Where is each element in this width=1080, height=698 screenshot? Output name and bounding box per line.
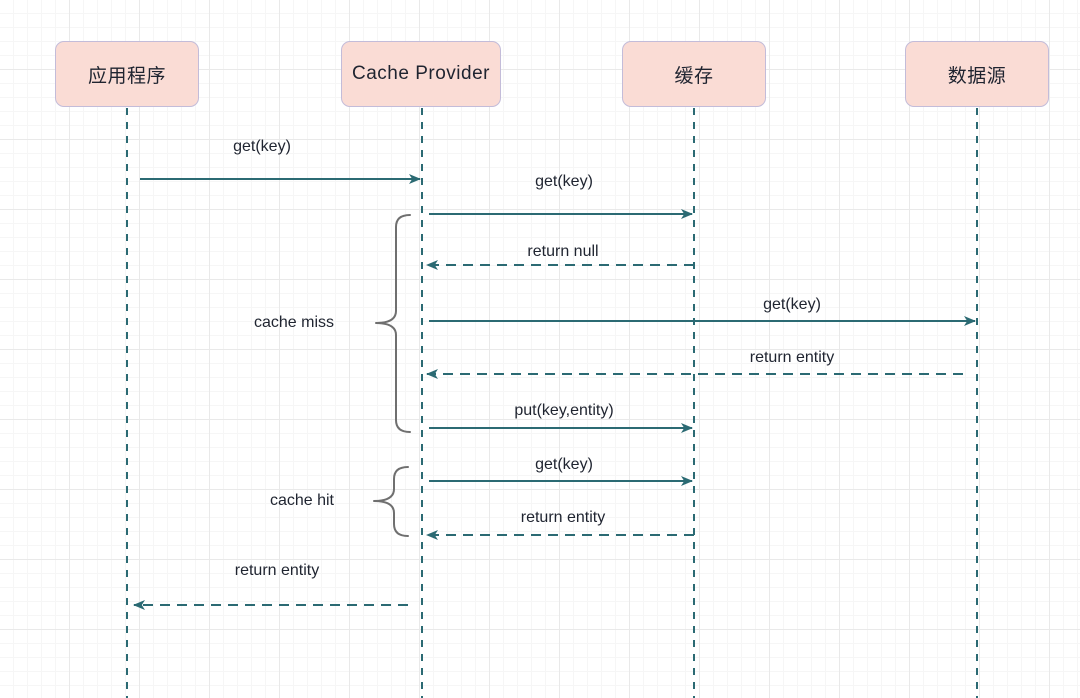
participant-label-source: 数据源 — [947, 65, 1007, 87]
group-brace-g1 — [375, 214, 411, 433]
messages-group — [133, 174, 976, 610]
message-label-m4: get(key) — [763, 296, 821, 314]
group-label-g2: cache hit — [269, 492, 334, 510]
participant-label-app: 应用程序 — [87, 65, 166, 87]
message-label-m2: get(key) — [535, 173, 593, 191]
participant-box-provider[interactable]: Cache Provider — [341, 41, 501, 107]
participant-box-app[interactable]: 应用程序 — [55, 41, 199, 107]
group-brace-g2 — [373, 466, 409, 537]
lifelines-group — [126, 108, 978, 698]
braces-group — [373, 214, 411, 537]
participant-label-provider: Cache Provider — [352, 63, 490, 84]
participant-label-cache: 缓存 — [674, 65, 714, 87]
message-label-m3: return null — [527, 243, 599, 261]
participant-box-cache[interactable]: 缓存 — [622, 41, 766, 107]
message-label-m1: get(key) — [233, 138, 291, 156]
participant-box-source[interactable]: 数据源 — [905, 41, 1049, 107]
group-label-g1: cache miss — [253, 314, 334, 332]
message-label-m5: return entity — [749, 349, 835, 367]
message-label-m6: put(key,entity) — [514, 402, 614, 420]
message-label-m7: get(key) — [535, 456, 593, 474]
message-label-m8: return entity — [520, 509, 606, 527]
message-label-m9: return entity — [234, 562, 320, 580]
